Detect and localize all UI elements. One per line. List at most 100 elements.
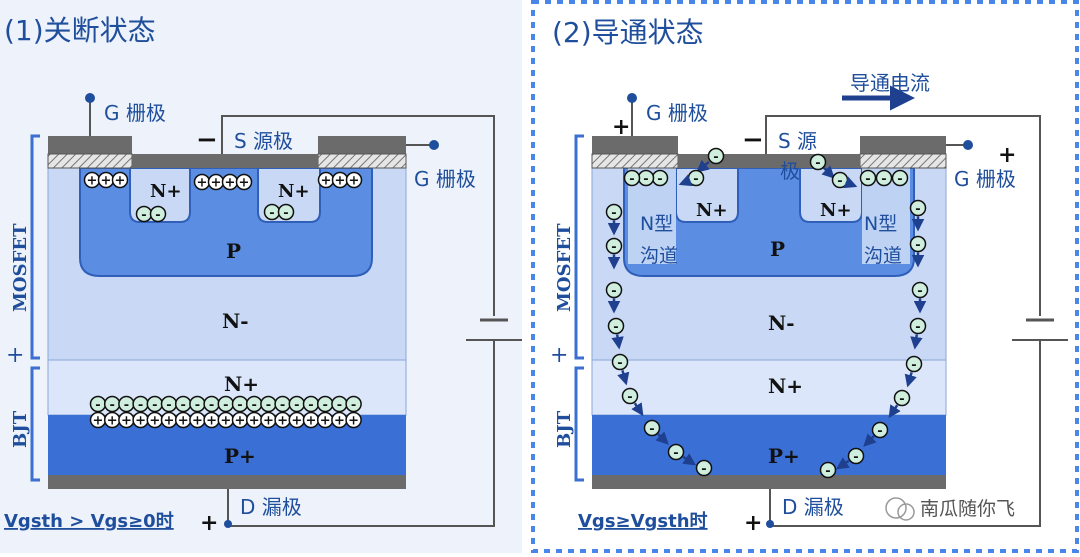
electron-sign: - [911, 358, 916, 373]
gate-metal-left [48, 136, 132, 154]
electron-sign: - [95, 398, 100, 413]
drain-wire-on [769, 340, 1041, 527]
electron-sign: - [141, 208, 146, 223]
drain-wire [227, 340, 495, 527]
drain-terminal-on [766, 520, 774, 528]
condition-label-on: Vgs≥Vgsth时 [578, 511, 708, 532]
electron-sign: - [266, 398, 271, 413]
electron-sign: - [251, 398, 256, 413]
n-plus-buffer-label-on: N+ [768, 374, 803, 398]
electron-sign: - [152, 398, 157, 413]
drain-sign-on: + [744, 510, 762, 536]
electron-sign: - [617, 356, 622, 371]
drain-sign: + [200, 510, 218, 536]
electron [611, 353, 629, 371]
hole-sign: + [349, 174, 360, 189]
drain-metal [48, 475, 406, 489]
hole-sign: + [348, 414, 359, 429]
electron-sign: - [109, 398, 114, 413]
hole-sign: + [249, 414, 260, 429]
electron-sign: - [649, 422, 654, 437]
hole-sign: + [115, 174, 126, 189]
hole-sign: + [320, 414, 331, 429]
electron-sign: - [613, 320, 618, 335]
hole-sign: + [107, 414, 118, 429]
mosfet-label-on: MOSFET [554, 223, 575, 312]
panel-on-dashed-border [531, 0, 1079, 553]
flow-arrow [655, 431, 669, 445]
electron [891, 169, 909, 187]
gate-right-label: G 栅极 [414, 167, 476, 191]
flow-arrow [682, 453, 697, 466]
mosfet-label: MOSFET [10, 223, 31, 312]
hole-sign: + [178, 414, 189, 429]
electron-sign: - [138, 398, 143, 413]
electron [893, 389, 911, 407]
hole-sign: + [101, 174, 112, 189]
electron [277, 203, 295, 221]
electron-sign: - [915, 202, 920, 217]
electron [909, 317, 927, 335]
source-wire-on [765, 115, 1041, 316]
electron [909, 199, 927, 217]
hole-sign: + [135, 414, 146, 429]
bjt-label: BJT [10, 410, 31, 448]
flow-arrow [611, 334, 624, 350]
watermark: 南瓜随你飞 [885, 497, 1015, 521]
gate-left-label-on: G 栅极 [646, 101, 708, 125]
electron-flow: ---------------------------- [605, 147, 929, 479]
gate-left-terminal [85, 93, 95, 103]
hole [235, 173, 253, 191]
electron-sign: - [237, 398, 242, 413]
flow-arrow [888, 404, 901, 419]
electron-sign: - [627, 390, 632, 405]
electron [605, 203, 623, 221]
bjt-bracket [30, 366, 40, 482]
p-plus-label-on: P+ [768, 444, 800, 468]
electron-sign: - [825, 464, 830, 479]
electron-sign: - [915, 238, 920, 253]
drain-metal-on [592, 475, 946, 489]
gate-right-terminal [429, 140, 439, 150]
panel-on-title: (2)导通状态 [552, 16, 704, 49]
p-body-label-on: P [770, 237, 785, 261]
hole-sign: + [277, 414, 288, 429]
electron-sign: - [865, 172, 870, 187]
source-metal [132, 154, 318, 168]
electron-sign: - [280, 398, 285, 413]
electron-sign: - [611, 284, 616, 299]
electron [819, 461, 837, 479]
electron [905, 355, 923, 373]
gate-metal-left-on [592, 136, 678, 154]
electron [695, 459, 713, 477]
source-label-on: S 源 [778, 129, 817, 153]
gate-right-sign-on: + [998, 142, 1016, 168]
electron [667, 443, 685, 461]
n-minus-label: N- [222, 309, 249, 333]
condition-label: Vgsth > Vgs≥0时 [4, 511, 174, 532]
electron-sign: - [881, 172, 886, 187]
electron-sign: - [611, 240, 616, 255]
channel-right-line2: 沟道 [864, 245, 902, 267]
electron [605, 281, 623, 299]
hole-sign: + [235, 414, 246, 429]
flow-arrow [863, 433, 877, 447]
electron-sign: - [223, 398, 228, 413]
flow-arrow [843, 176, 858, 189]
gate-right-label-on: G 栅极 [954, 167, 1016, 191]
drain-terminal [224, 520, 232, 528]
drain-label: D 漏极 [240, 495, 302, 519]
flow-arrow [821, 165, 835, 179]
source-sign: − [196, 125, 218, 155]
electron-sign: - [917, 284, 922, 299]
flow-arrow [617, 370, 630, 386]
watermark-text: 南瓜随你飞 [920, 498, 1015, 520]
electron-sign: - [853, 450, 858, 465]
charge-carriers: ++++++++++-----+-+-+-+-+-+-+-+-+-+-+-+-+… [83, 171, 363, 429]
gate-oxide-right-on [859, 153, 947, 169]
electron-sign: - [693, 172, 698, 187]
channel-right-line1: N型 [864, 213, 897, 235]
hole-sign: + [306, 414, 317, 429]
bjt-bracket-on [574, 366, 584, 482]
